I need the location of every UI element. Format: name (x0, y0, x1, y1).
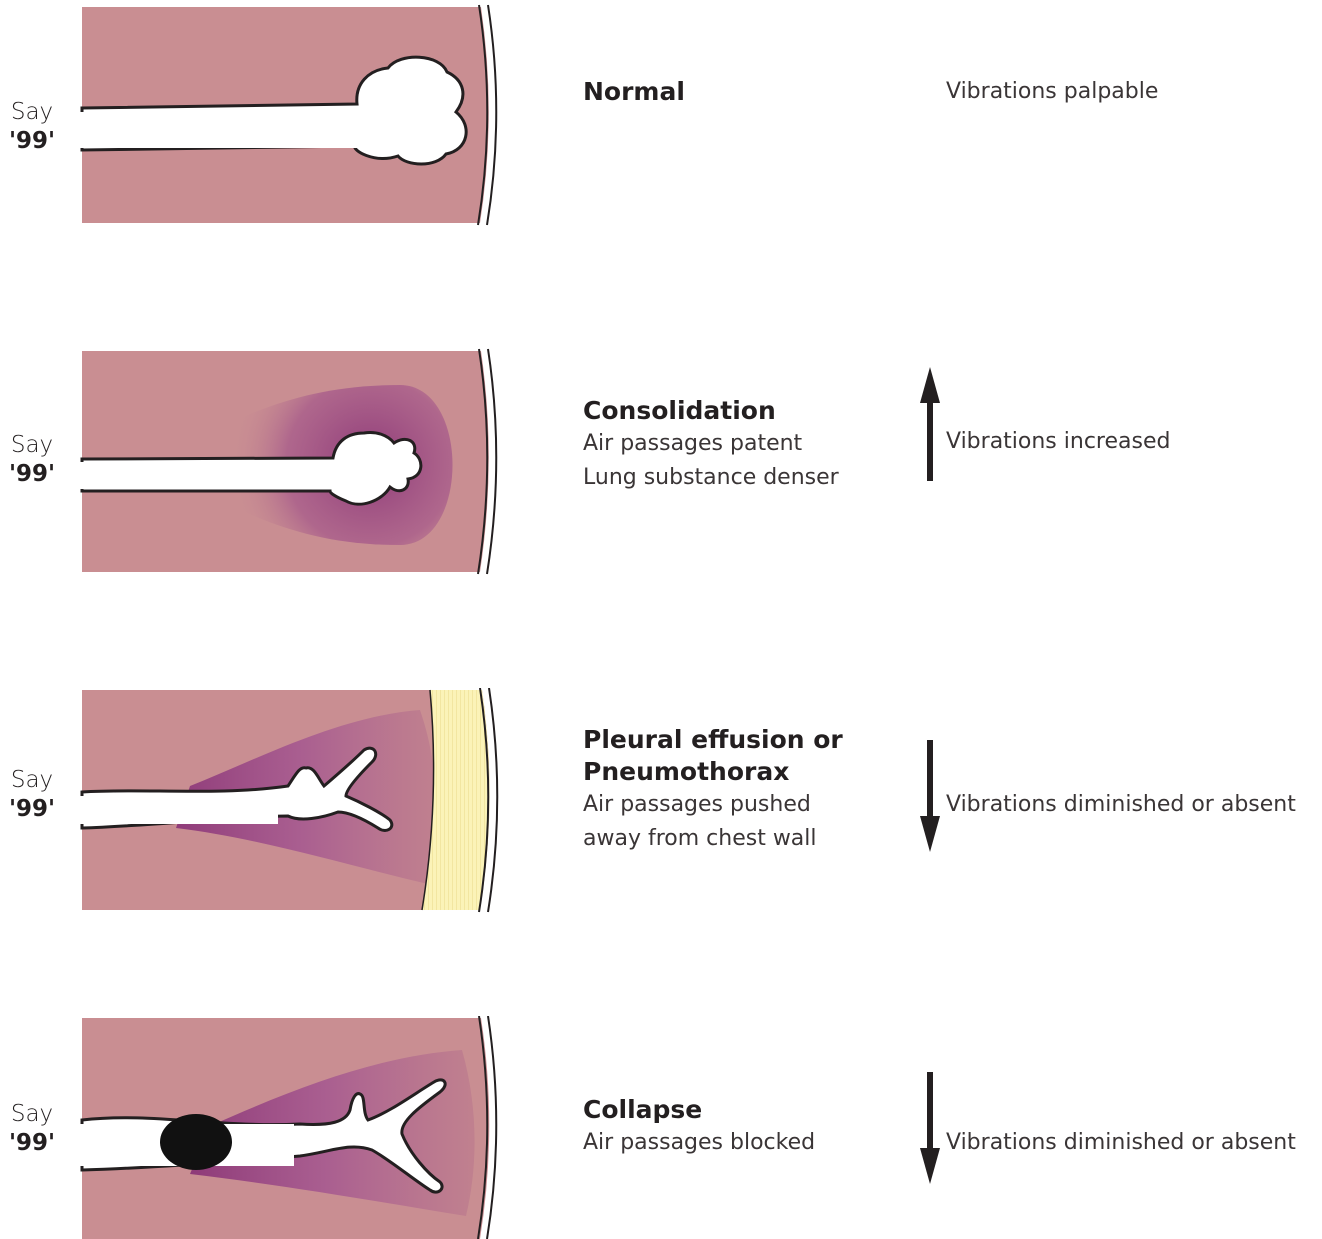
condition-title-line-1: Pleural effusion or (583, 724, 843, 756)
collapse-description: Collapse Air passages blocked (583, 1094, 815, 1160)
effusion-lung-diagram (0, 688, 520, 914)
condition-title: Consolidation (583, 395, 839, 427)
row-collapse: Say '99' Collapse Air passages blocked V… (0, 1016, 1322, 1239)
description-line: Air passages patent (583, 427, 839, 461)
row-normal: Say '99' Normal Vibrations palpable (0, 0, 1322, 240)
row-consolidation: Say '99' Consolidation Air passages pate… (0, 345, 1322, 585)
effect-text: Vibrations palpable (946, 79, 1158, 104)
arrow-down-icon (918, 1072, 942, 1184)
effect-text: Vibrations increased (946, 429, 1170, 454)
effusion-description: Pleural effusion or Pneumothorax Air pas… (583, 724, 843, 856)
consolidation-lung-diagram (0, 345, 520, 585)
description-line: Air passages blocked (583, 1126, 815, 1160)
arrow-up-icon (918, 367, 942, 481)
condition-title-line-2: Pneumothorax (583, 756, 843, 788)
description-line: Air passages pushed (583, 788, 843, 822)
condition-title: Normal (583, 76, 685, 108)
description-line: Lung substance denser (583, 461, 839, 495)
normal-description: Normal (583, 76, 685, 108)
condition-title: Collapse (583, 1094, 815, 1126)
row-pleural-effusion: Say '99' Pleural effusion or Pneumothora… (0, 688, 1322, 914)
effect-text: Vibrations diminished or absent (946, 792, 1296, 817)
effect-text: Vibrations diminished or absent (946, 1130, 1296, 1155)
arrow-down-icon (918, 740, 942, 852)
collapse-lung-diagram (0, 1016, 520, 1239)
airway-blockage (160, 1114, 232, 1170)
consolidation-description: Consolidation Air passages patent Lung s… (583, 395, 839, 495)
normal-lung-diagram (0, 0, 520, 240)
description-line: away from chest wall (583, 822, 843, 856)
